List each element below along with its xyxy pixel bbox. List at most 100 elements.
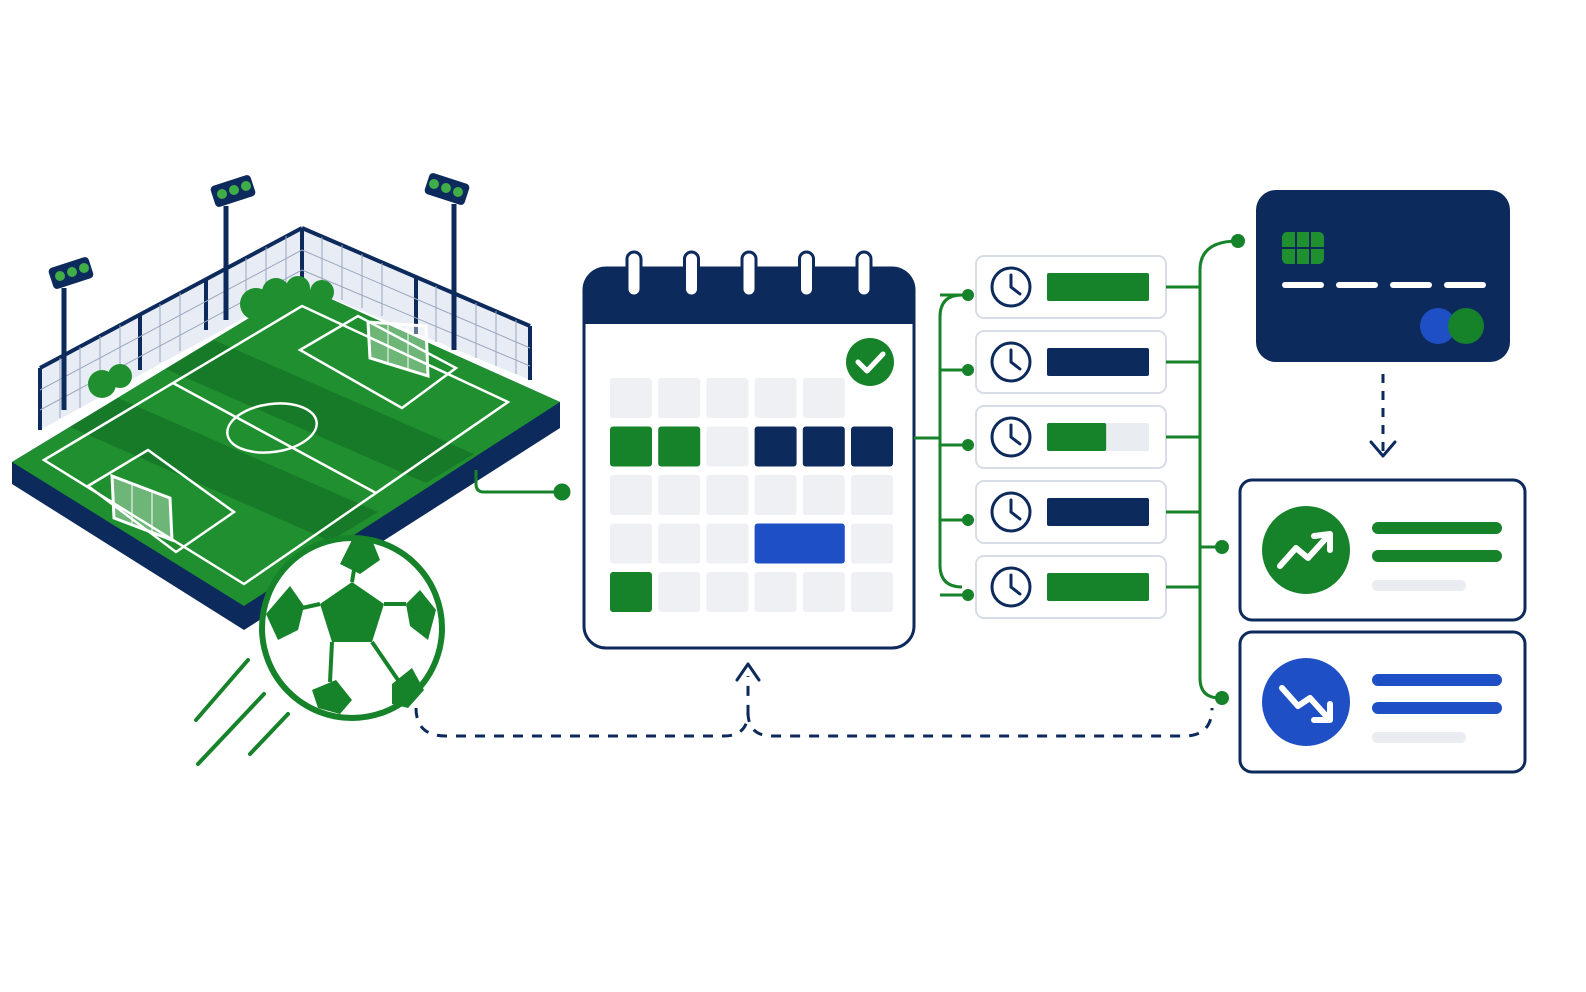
card-brand-logo — [1420, 308, 1484, 344]
connector-slots-payment — [1166, 234, 1245, 705]
calendar-ring — [625, 250, 643, 298]
calendar-icon — [582, 250, 916, 650]
clock-icon — [990, 266, 1032, 308]
card-number-segment — [1336, 282, 1378, 288]
time-slot-bar — [1047, 573, 1149, 601]
tree-node — [962, 439, 974, 451]
calendar-ring — [740, 250, 758, 298]
tree-node — [1215, 540, 1229, 554]
ball-patches — [266, 540, 436, 714]
calendar-rings — [625, 250, 873, 298]
time-slot-bar — [1047, 498, 1149, 526]
tree-node — [962, 589, 974, 601]
calendar-cell — [706, 378, 749, 418]
card-chip-icon — [1282, 232, 1324, 264]
soccer-field-icon — [12, 173, 560, 630]
report-line — [1372, 550, 1502, 562]
time-slot — [975, 480, 1167, 544]
calendar-cell — [802, 475, 845, 515]
check-circle-icon — [846, 338, 894, 386]
report-card-decline — [1238, 630, 1527, 774]
calendar-cell — [610, 475, 652, 515]
report-line-muted — [1372, 580, 1466, 591]
calendar-cell — [802, 426, 845, 467]
credit-card-icon — [1256, 190, 1510, 362]
calendar-cell — [754, 426, 797, 467]
calendar-cell — [754, 475, 797, 515]
arrow-card-reports — [1369, 374, 1397, 458]
feedback-path — [414, 662, 1214, 738]
time-slot-list — [975, 255, 1167, 619]
floodlight-left — [48, 257, 94, 410]
goal-bottom — [110, 473, 174, 543]
clock-icon — [990, 341, 1032, 383]
calendar-cell — [610, 523, 652, 564]
floodlight-middle — [210, 175, 256, 320]
clock-icon — [990, 491, 1032, 533]
card-number-dashes — [1282, 282, 1486, 288]
report-line — [1372, 674, 1502, 686]
connector-field-calendar — [474, 470, 571, 501]
tree-node — [962, 289, 974, 301]
calendar-ring — [855, 250, 873, 298]
report-line — [1372, 522, 1502, 534]
connector-calendar-slots — [914, 289, 974, 601]
calendar-cell — [658, 378, 701, 418]
calendar-grid — [610, 378, 893, 612]
calendar-cell — [754, 572, 797, 612]
card-number-segment — [1390, 282, 1432, 288]
calendar-cell — [851, 475, 893, 515]
calendar-cell — [754, 378, 797, 418]
clock-icon — [990, 566, 1032, 608]
calendar-cell — [706, 426, 749, 467]
calendar-cell — [706, 475, 749, 515]
time-slot-bar — [1047, 348, 1149, 376]
turf-stripes — [70, 340, 474, 541]
tree-node — [962, 514, 974, 526]
calendar-cell — [658, 572, 701, 612]
calendar-cell — [658, 523, 701, 564]
calendar-cell — [851, 572, 893, 612]
calendar-cell — [658, 426, 701, 467]
time-slot-bar — [1047, 273, 1149, 301]
fence — [38, 226, 532, 430]
calendar-cell — [802, 572, 845, 612]
report-line — [1372, 702, 1502, 714]
tree-node — [962, 364, 974, 376]
pitch-lines — [41, 304, 511, 586]
time-slot — [975, 555, 1167, 619]
calendar-cell — [851, 523, 893, 564]
report-line-muted — [1372, 732, 1466, 743]
calendar-cell — [851, 426, 893, 467]
clock-icon — [990, 416, 1032, 458]
calendar-cell — [802, 378, 845, 418]
calendar-cell — [706, 523, 749, 564]
bushes — [88, 276, 334, 398]
calendar-cell — [754, 523, 845, 564]
soccer-ball-icon — [194, 535, 445, 766]
tree-trunk — [1198, 239, 1239, 700]
motion-lines — [194, 658, 290, 766]
floodlights — [48, 173, 470, 410]
trend-down-icon — [1262, 658, 1350, 746]
time-slot — [975, 330, 1167, 394]
calendar-cell — [658, 475, 701, 515]
goal-top — [366, 320, 430, 379]
ball-seams — [301, 569, 406, 683]
calendar-ring — [683, 250, 700, 298]
calendar-ring — [798, 250, 815, 298]
card-number-segment — [1444, 282, 1486, 288]
calendar-cell — [610, 426, 652, 467]
tree-node — [1215, 691, 1229, 705]
tree-node — [1231, 234, 1245, 248]
report-card-growth — [1238, 478, 1527, 622]
report-cards — [1238, 478, 1527, 774]
time-slot — [975, 255, 1167, 319]
card-number-segment — [1282, 282, 1324, 288]
floodlight-right — [424, 173, 470, 350]
time-slot — [975, 405, 1167, 469]
time-slot-bar — [1047, 423, 1107, 451]
trend-up-icon — [1262, 506, 1350, 594]
calendar-cell — [706, 572, 749, 612]
